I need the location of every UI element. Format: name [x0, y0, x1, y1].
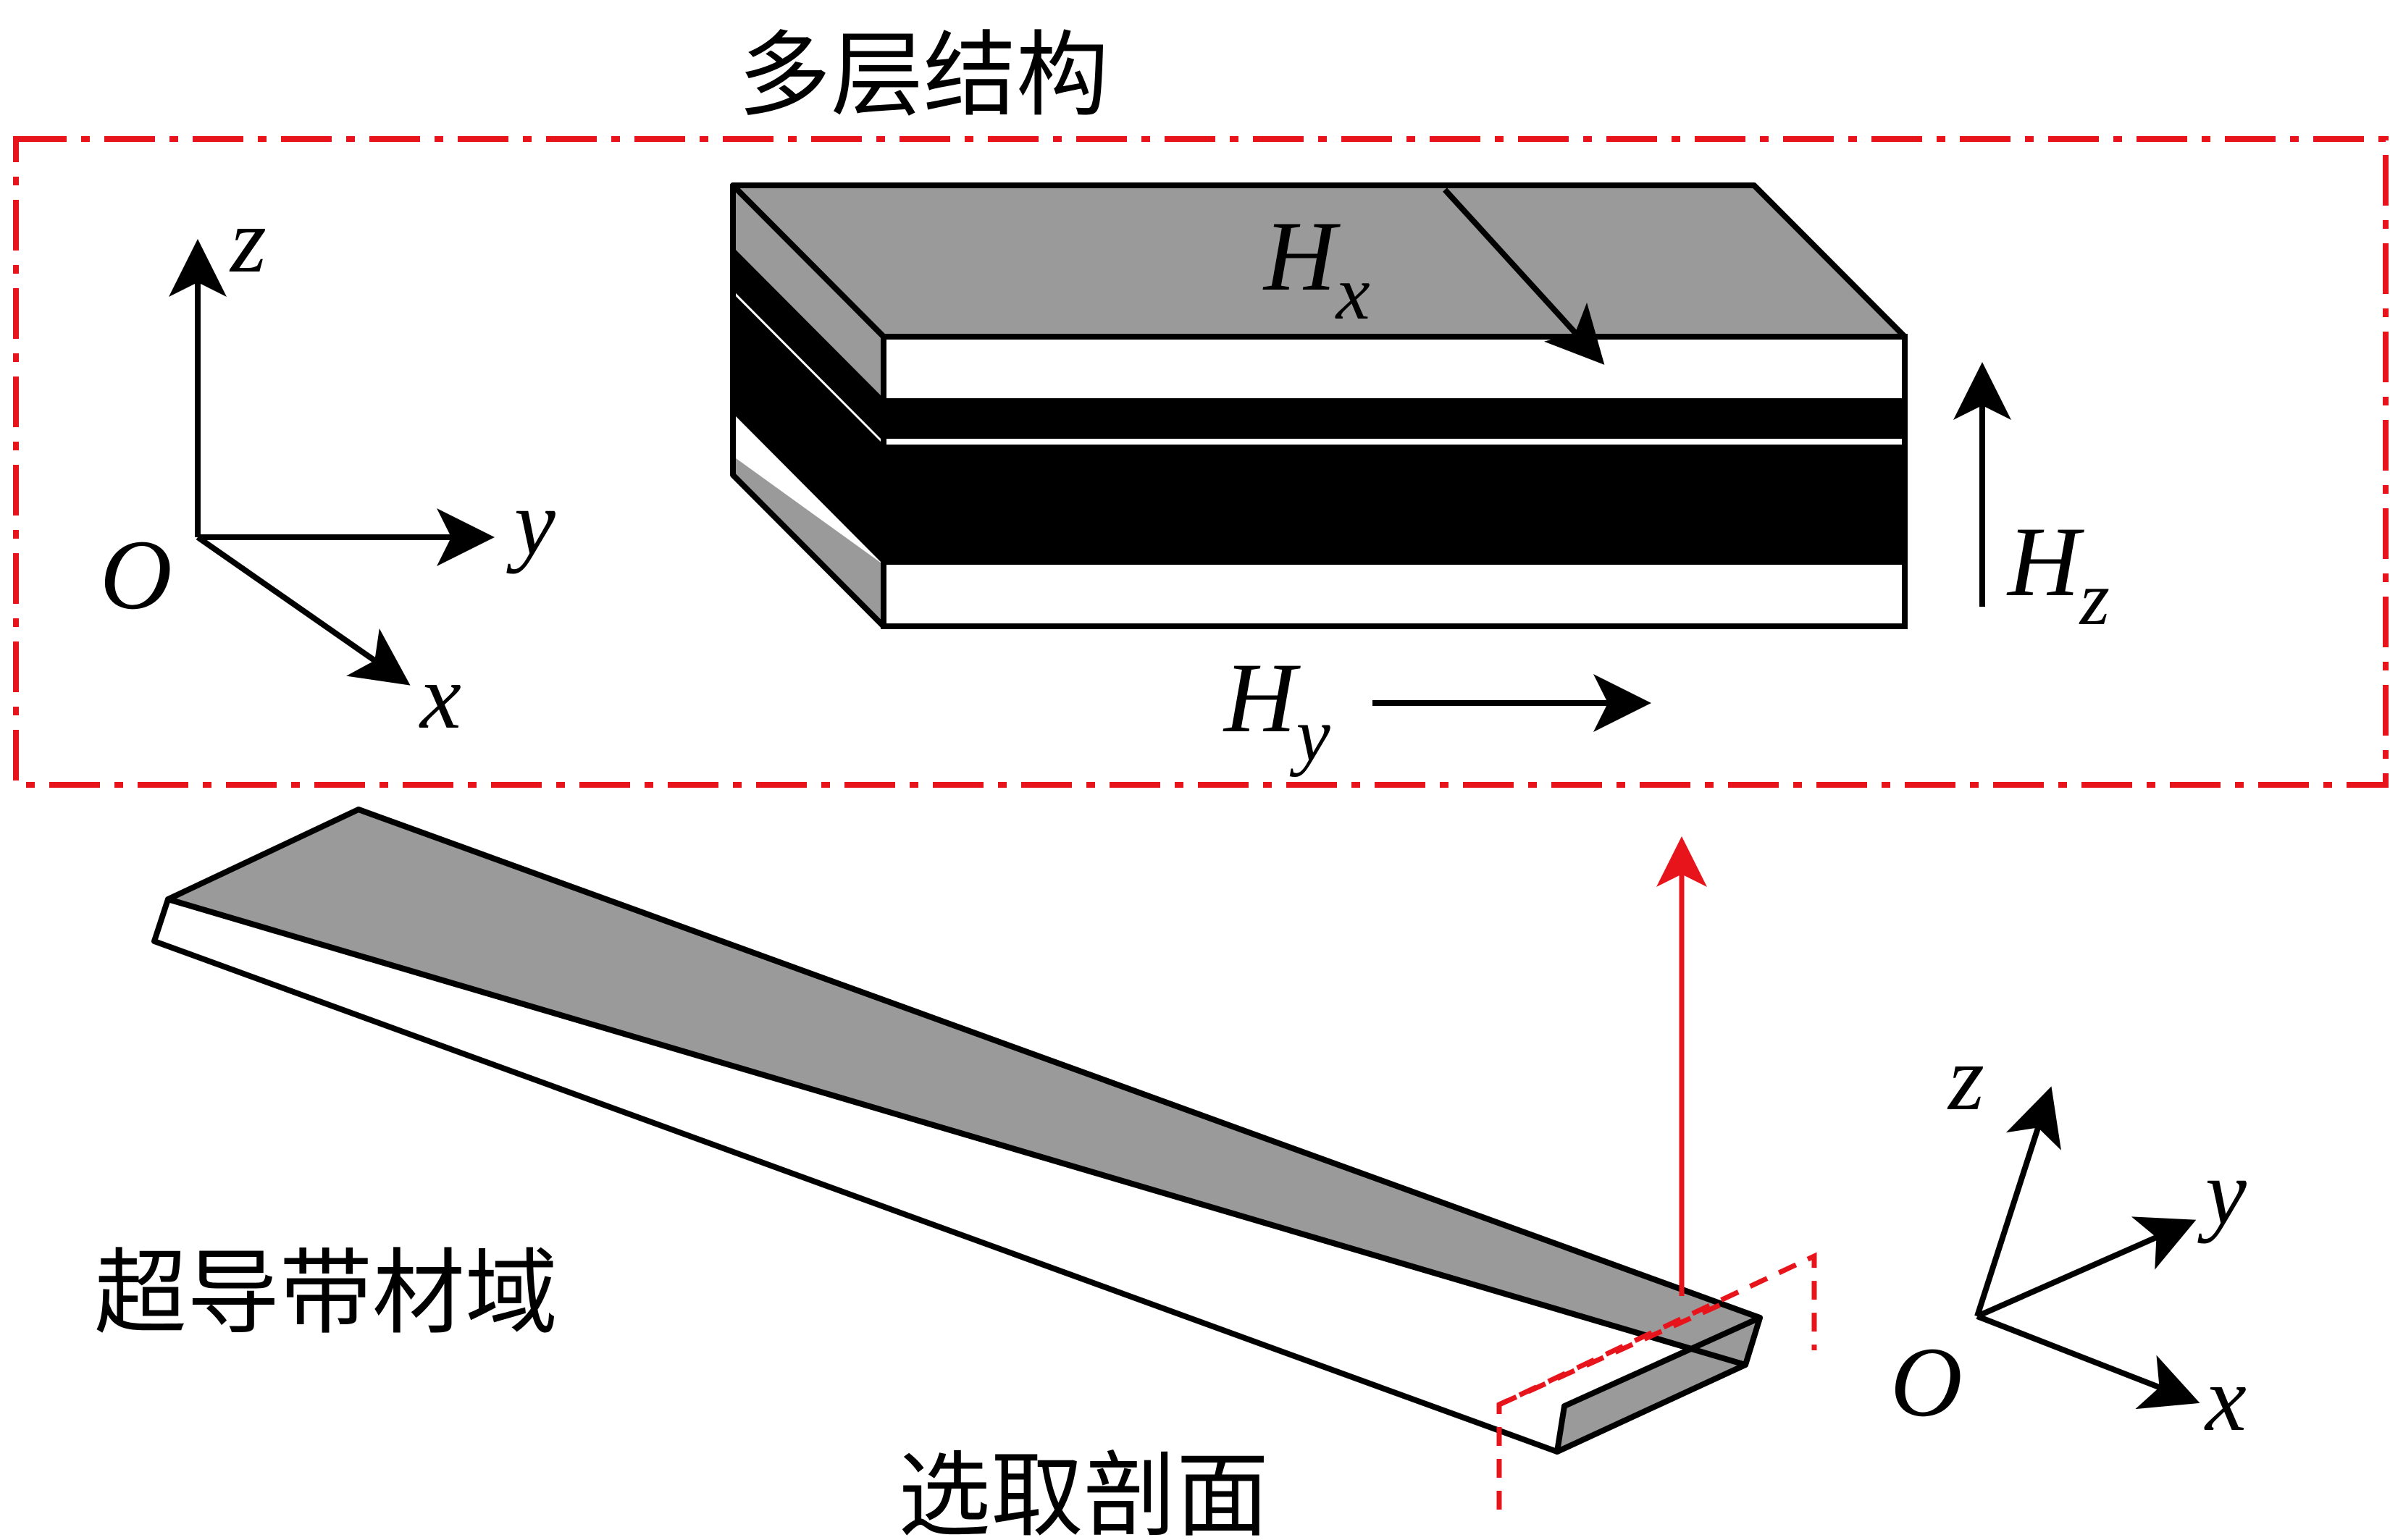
- multilayer-title: 多层结构: [738, 22, 1109, 130]
- axes-bottom: z y x O: [1890, 1027, 2247, 1450]
- hx-arrow: [1443, 188, 1605, 365]
- end-face-black: [733, 247, 884, 565]
- axes-top: z y x O: [100, 189, 555, 748]
- multilayer-block: [730, 182, 1908, 629]
- front-layer-white-line: [884, 439, 1905, 445]
- axis-bottom-z-label: z: [1947, 1027, 1984, 1129]
- axis-top-x: [196, 534, 411, 686]
- end-face-gray-top: [733, 185, 884, 398]
- axis-bottom-origin-label: O: [1890, 1326, 1963, 1437]
- hz-label: Hz: [2006, 506, 2110, 641]
- axis-bottom-y: [1976, 1216, 2197, 1319]
- axis-bottom-x: [1976, 1313, 2200, 1410]
- axis-top-origin-label: O: [100, 519, 172, 630]
- selected-section-box: [1496, 1252, 1817, 1510]
- hy-label: Hy: [1223, 642, 1331, 777]
- hx-label: Hx: [1262, 201, 1370, 335]
- front-layer-black-thin: [884, 398, 1905, 439]
- axis-top-z-label: z: [229, 189, 267, 292]
- axis-bottom-x-label: x: [2204, 1347, 2247, 1450]
- tape-domain-label: 超导带材域: [94, 1240, 558, 1347]
- section-label: 选取剖面: [898, 1442, 1269, 1540]
- end-face-gray-bottom: [733, 456, 884, 626]
- tape-side-face: [151, 896, 1748, 1455]
- front-layer-black-thick: [884, 445, 1905, 565]
- front-layer-white-bottom: [884, 565, 1905, 626]
- axis-bottom-y-label: y: [2197, 1141, 2247, 1244]
- axis-bottom-z: [1974, 1086, 2061, 1318]
- axis-top-y-label: y: [506, 471, 555, 574]
- multilayer-region-box: [13, 136, 2389, 788]
- front-layer-white-top: [884, 337, 1905, 398]
- axis-top-x-label: x: [419, 645, 461, 748]
- superconducting-tape: [151, 807, 1763, 1455]
